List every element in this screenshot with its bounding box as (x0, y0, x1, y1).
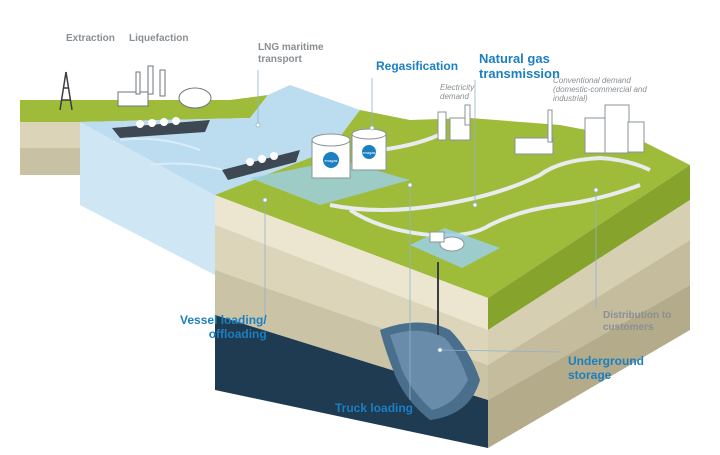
power-plant (437, 104, 471, 141)
label-conventional-demand: Conventional demand (domestic-commercial… (553, 76, 647, 104)
label-natural-gas-transmission: Natural gas transmission (479, 51, 560, 82)
label-elec-line-2: demand (440, 92, 469, 102)
regasification-terminal: enagas enagas (250, 128, 410, 205)
leader-lines (257, 70, 597, 400)
label-regasification: Regasification (376, 59, 459, 73)
label-conv-line-2: (domestic-commercial and (553, 85, 647, 95)
label-ng-line-1: Natural gas (479, 51, 550, 66)
label-vessel-line-1: Vessel loading/ (180, 313, 267, 327)
label-electricity-demand: Electricity demand (440, 83, 474, 101)
label-ug-line-2: storage (568, 367, 612, 382)
label-liquefaction: Liquefaction (129, 33, 189, 44)
underground-storage-plant (410, 228, 500, 268)
label-lng-line-1: LNG maritime (258, 42, 324, 53)
label-truck-loading: Truck loading (335, 401, 414, 415)
leader-dots (255, 122, 599, 353)
label-ug-line-1: Underground (568, 354, 644, 368)
label-vessel-loading: Vessel loading/ offloading (180, 313, 267, 342)
lng-carrier-ship-2 (222, 150, 300, 180)
label-dist-line-2: customers (603, 321, 654, 333)
label-conv-line-1: Conventional demand (553, 76, 631, 85)
label-elec-line-1: Electricity (440, 83, 475, 92)
label-lng-line-2: transport (258, 53, 302, 65)
label-extraction: Extraction (66, 33, 115, 44)
label-dist-line-1: Distribution to (603, 310, 672, 321)
lng-carrier-ship-1 (112, 117, 210, 138)
liquefaction-plant (117, 65, 212, 109)
extraction-rig (59, 71, 73, 111)
industrial-buildings (514, 104, 645, 155)
label-distribution: Distribution to customers (603, 310, 671, 333)
tank-logo-2: enagas (362, 150, 375, 155)
label-conv-line-3: industrial) (553, 94, 588, 104)
label-underground-storage: Underground storage (568, 354, 644, 383)
label-vessel-line-2: offloading (208, 326, 267, 341)
tank-logo-1: enagas (324, 158, 337, 163)
label-ng-line-2: transmission (479, 65, 560, 81)
label-lng-maritime-transport: LNG maritime transport (258, 42, 324, 65)
